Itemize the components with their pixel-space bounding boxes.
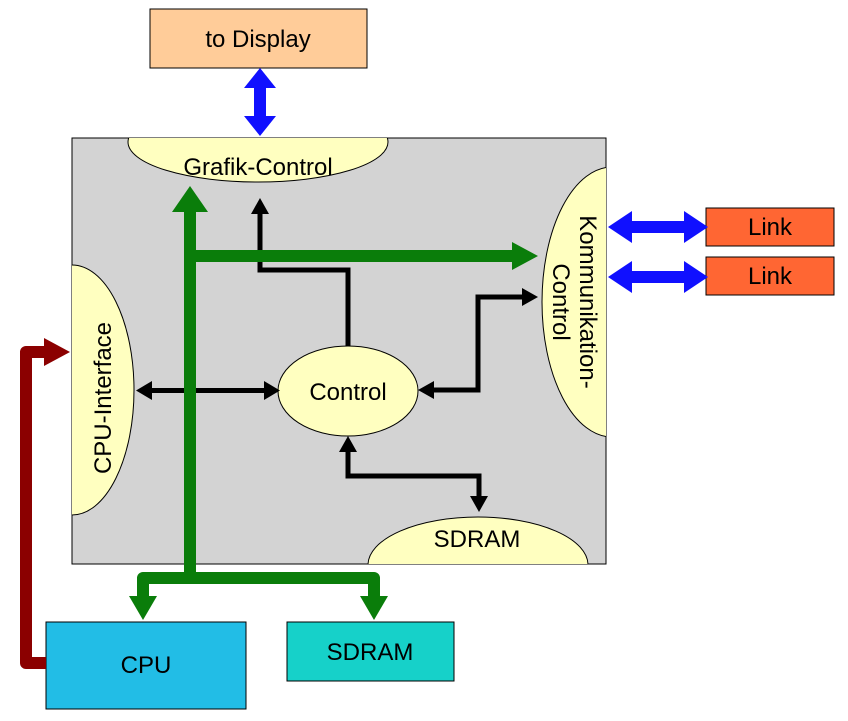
cpu-bus-arrowhead xyxy=(44,338,70,366)
kommunikation-control-label-line1: Kommunikation- xyxy=(574,215,601,388)
sdram-external-label: SDRAM xyxy=(327,639,414,666)
kommunikation-control-label: Kommunikation- Control xyxy=(547,215,601,388)
kommunikation-control-module xyxy=(541,167,606,437)
link-box-1 xyxy=(705,207,835,247)
link-box-2 xyxy=(705,256,835,296)
sdram-external-box xyxy=(286,621,455,682)
to-display-label: to Display xyxy=(205,26,310,53)
data-bus xyxy=(129,186,538,620)
control-label: Control xyxy=(309,379,386,406)
link-bus-arrow-1 xyxy=(608,211,708,243)
grafik-control-module xyxy=(127,138,389,183)
link-bus-arrow-2 xyxy=(608,261,708,293)
cpu-interface-module xyxy=(72,264,135,516)
kommunikation-control-label-line2: Control xyxy=(547,263,574,340)
control-lines xyxy=(136,198,538,512)
to-display-box xyxy=(149,8,368,69)
sdram-internal-module xyxy=(367,516,589,564)
cpu-interface-label: CPU-Interface xyxy=(90,322,117,474)
cpu-box xyxy=(45,621,247,710)
link-label-2: Link xyxy=(748,263,793,290)
grafik-control-label: Grafik-Control xyxy=(183,154,332,181)
sdram-internal-label: SDRAM xyxy=(434,526,521,553)
cpu-label: CPU xyxy=(121,652,172,679)
display-bus-arrow xyxy=(244,68,276,136)
cpu-bus-arrow xyxy=(20,346,47,669)
link-label-1: Link xyxy=(748,214,793,241)
